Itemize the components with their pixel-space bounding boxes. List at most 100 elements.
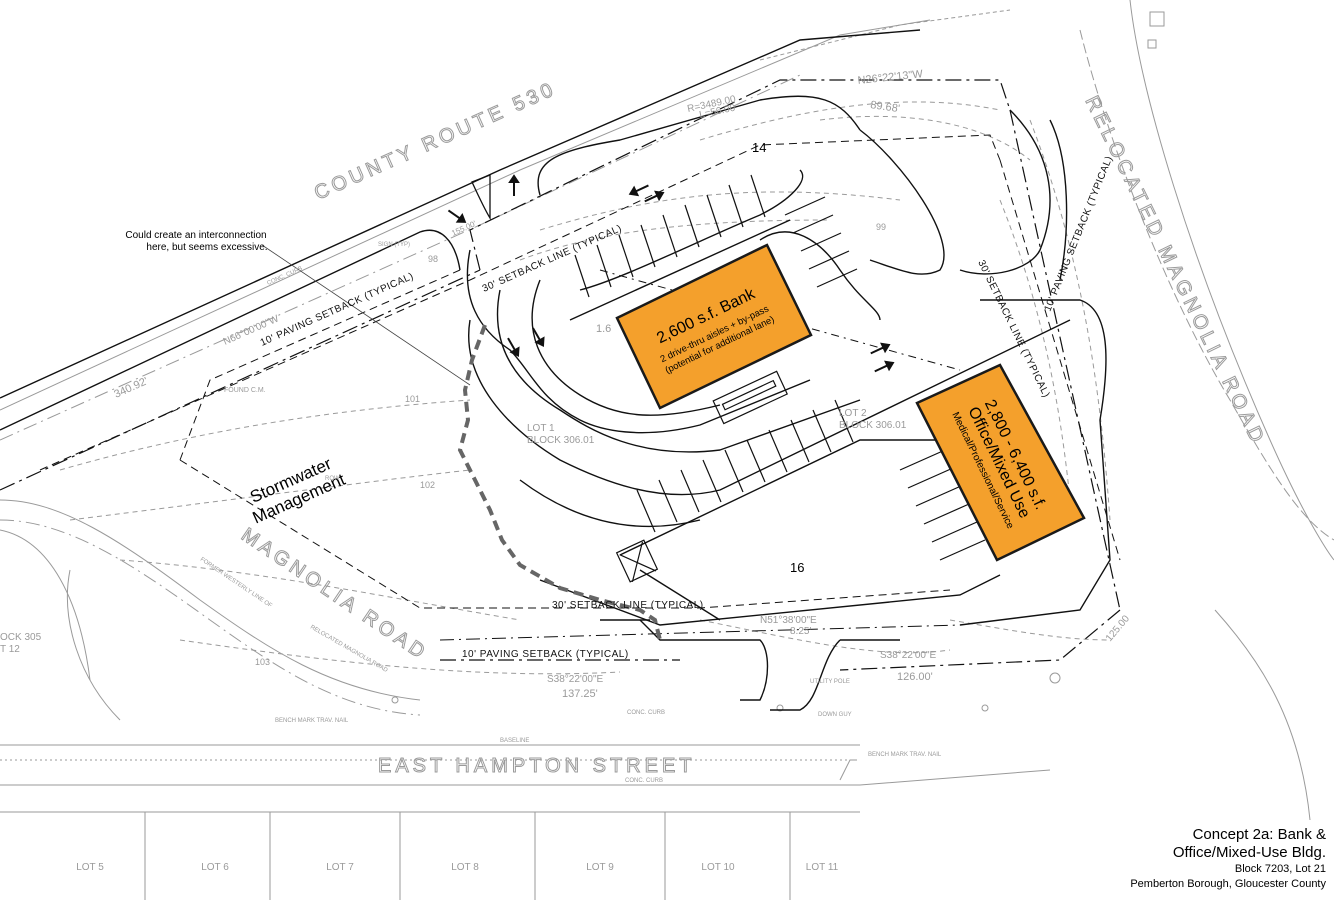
callout-line1: Could create an interconnection (125, 230, 266, 241)
spot-number-14: 14 (752, 140, 766, 155)
drive-thru-canopy (712, 370, 789, 425)
parking-stall-line (658, 479, 678, 523)
dist-left: 340.92' (112, 375, 150, 401)
lower-lot-label: LOT 10 (701, 862, 735, 873)
grade-98: 98 (428, 254, 438, 264)
bank-building: 2,600 s.f. Bank 2 drive-thru aisles + by… (615, 243, 813, 410)
lower-lot-label: LOT 7 (326, 862, 354, 873)
road-east-hampton: EAST HAMPTON STREET (378, 755, 696, 777)
setback-paving-right: 10' PAVING SETBACK (TYPICAL) (1043, 154, 1116, 313)
grade-101: 101 (405, 394, 420, 404)
callout-leader (261, 244, 471, 386)
parking-stall-line (939, 539, 986, 561)
dist-126: 126.00' (897, 671, 933, 683)
bench-mark-1: BENCH MARK TRAV. NAIL (275, 718, 349, 724)
setback-paving-top: 10' PAVING SETBACK (TYPICAL) (259, 271, 416, 349)
stormwater-interconnection-path (457, 324, 662, 641)
parking-stall-line (724, 449, 744, 493)
parking-stall-line (574, 254, 590, 298)
title-block: Concept 2a: Bank & Office/Mixed-Use Bldg… (1130, 826, 1326, 892)
utility-pole: UTILITY POLE (810, 679, 850, 685)
lot1-block: BLOCK 306.01 (527, 435, 595, 446)
parking-stall-line (596, 244, 612, 288)
parking-stall-line (746, 439, 766, 483)
title-place: Pemberton Borough, Gloucester County (1130, 878, 1326, 890)
down-guy: DOWN GUY (818, 712, 852, 718)
parking-stall-line (907, 467, 954, 489)
baseline: BASELINE (500, 738, 529, 744)
parking-stall-line (662, 214, 678, 258)
parking-stall-line (618, 234, 634, 278)
dumpster-enclosure (615, 539, 659, 583)
grade-99: 99 (876, 222, 886, 232)
conc-curb-2: CONC. CURB (625, 778, 663, 784)
dist-top: 89.68' (870, 99, 901, 115)
dist-125: 125.00 (1104, 613, 1132, 644)
found-cm: FOUND C.M. (224, 387, 266, 394)
grade-102: 102 (420, 480, 435, 490)
former-line: FORMER WESTERLY LINE OF (199, 557, 273, 610)
parking-stall-line (728, 184, 744, 228)
parking-stall-line (800, 232, 842, 252)
block305-label: OCK 305 (0, 632, 42, 643)
bearing-top: N26°22'13"W (857, 68, 924, 87)
office-footprint (915, 363, 1086, 562)
dim-16: 1.6 (596, 323, 611, 335)
traffic-arrows (447, 174, 895, 373)
parking-stall-line (816, 268, 858, 288)
bank-footprint (615, 243, 813, 410)
block305-lot: T 12 (0, 644, 20, 655)
title-block-ref: Block 7203, Lot 21 (1234, 863, 1326, 875)
lower-lot-label: LOT 5 (76, 862, 104, 873)
property-boundary (0, 79, 1121, 671)
row-label: ROW (325, 476, 340, 482)
setback-line-bottom: 30' SETBACK LINE (TYPICAL) (552, 600, 704, 611)
setback-paving-bottom: 10' PAVING SETBACK (TYPICAL) (462, 649, 629, 660)
parking-stall-line (680, 469, 700, 513)
parking-stall-line (636, 489, 656, 533)
parking-stall-line (768, 429, 788, 473)
lot1-label: LOT 1 (527, 423, 555, 434)
grade-103: 103 (255, 657, 270, 667)
parking-stall-line (640, 224, 656, 268)
dist-137: 137.25' (562, 688, 598, 700)
parking-stall-line (915, 485, 962, 507)
parking-stall-line (790, 419, 810, 463)
conc-curb-top: CONC. CURB (266, 266, 303, 287)
spot-number-16: 16 (790, 560, 804, 575)
lower-lot-label: LOT 6 (201, 862, 229, 873)
parking-stall-line (812, 409, 832, 453)
setback-line-top: 30' SETBACK LINE (TYPICAL) (481, 223, 624, 295)
bearing-s38-left: S38°22'00"E (547, 674, 603, 685)
parking-stall-line (684, 204, 700, 248)
road-relocated-magnolia: RELOCATED MAGNOLIA ROAD (1081, 93, 1270, 450)
conc-curb-1: CONC. CURB (627, 710, 665, 716)
dist-825: 8.25' (790, 626, 811, 637)
parking-stall-line (750, 174, 766, 218)
bearing-n51: N51°38'00"E (760, 615, 817, 626)
lower-lot-label: LOT 8 (451, 862, 479, 873)
entrance-island (471, 174, 491, 221)
bearing-s38-right: S38°22'00"E (880, 650, 936, 661)
lot2-label: LOT 2 (839, 408, 867, 419)
title-line1: Concept 2a: Bank & (1192, 826, 1326, 843)
road-county-route-530: COUNTY ROUTE 530 (311, 78, 560, 205)
parking-stall-line (899, 449, 946, 471)
parking-stall-line (702, 459, 722, 503)
parking-stalls (574, 174, 986, 561)
parking-stall-line (808, 250, 850, 270)
sign-typ: SIGN (TYP) (378, 242, 410, 248)
title-line2: Office/Mixed-Use Bldg. (1172, 844, 1326, 861)
callout-line2: here, but seems excessive. (146, 242, 267, 253)
office-building: 2,800 - 6,400 s.f. Office/Mixed Use Medi… (915, 363, 1086, 562)
parking-stall-line (834, 399, 854, 443)
parking-stall-line (931, 521, 978, 543)
parking-stall-line (784, 196, 826, 216)
lower-lot-label: LOT 9 (586, 862, 614, 873)
parking-stall-line (792, 214, 834, 234)
parking-stall-line (923, 503, 970, 525)
parking-stall-line (706, 194, 722, 238)
